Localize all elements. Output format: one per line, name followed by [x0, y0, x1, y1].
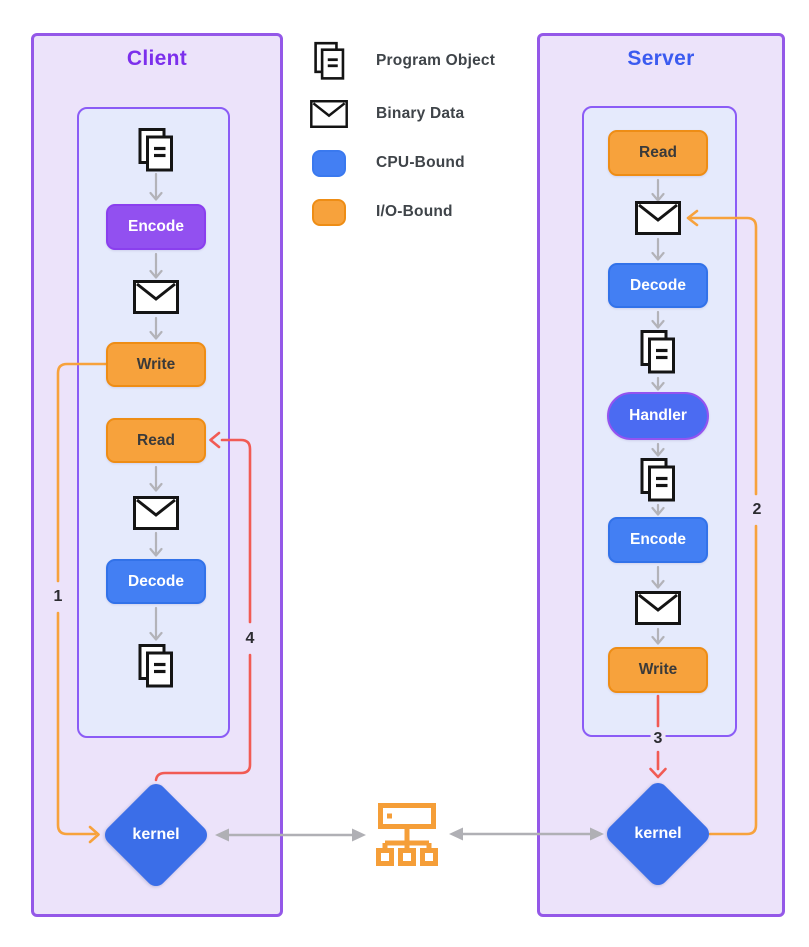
legend-label: I/O-Bound: [376, 203, 453, 220]
step-4-label: 4: [242, 630, 258, 648]
legend-label: CPU-Bound: [376, 154, 465, 171]
server-decode-node: Decode: [608, 263, 708, 308]
legend-item-program-object: Program Object: [308, 41, 495, 81]
server-kernel-label: kernel: [634, 825, 682, 842]
client-encode-node: Encode: [106, 204, 206, 250]
binary-data-icon: [310, 100, 348, 128]
cpu-bound-swatch: [312, 149, 346, 177]
program-object-icon: [138, 128, 173, 172]
legend-item-io-bound: I/O-Bound: [308, 192, 453, 232]
program-object-icon: [138, 644, 173, 688]
client-decode-node: Decode: [106, 559, 206, 604]
step-3-label: 3: [650, 730, 666, 748]
server-handler-node: Handler: [607, 392, 709, 440]
legend-label: Program Object: [376, 52, 496, 69]
step-1-label: 1: [50, 588, 66, 606]
server-read-node: Read: [608, 130, 708, 176]
binary-data-icon: [133, 280, 179, 314]
program-object-icon: [640, 330, 675, 374]
server-kernel-node: kernel: [602, 778, 714, 890]
client-kernel-node: kernel: [100, 779, 212, 891]
client-read-node: Read: [106, 418, 206, 463]
server-write-node: Write: [608, 647, 708, 693]
client-kernel-label: kernel: [132, 826, 180, 843]
io-bound-swatch: [312, 198, 346, 226]
legend-item-cpu-bound: CPU-Bound: [308, 143, 465, 183]
server-encode-node: Encode: [608, 517, 708, 563]
network-icon: [376, 803, 438, 866]
step-2-label: 2: [749, 501, 765, 519]
server-panel-title: Server: [627, 47, 695, 70]
binary-data-icon: [133, 496, 179, 530]
network-led-dot: [387, 813, 392, 819]
program-object-icon: [313, 41, 344, 80]
client-panel-title: Client: [126, 47, 188, 70]
binary-data-icon: [635, 201, 681, 235]
legend-item-binary-data: Binary Data: [308, 94, 464, 134]
client-write-node: Write: [106, 342, 206, 387]
legend-label: Binary Data: [376, 105, 465, 122]
binary-data-icon: [635, 591, 681, 625]
program-object-icon: [640, 458, 675, 502]
